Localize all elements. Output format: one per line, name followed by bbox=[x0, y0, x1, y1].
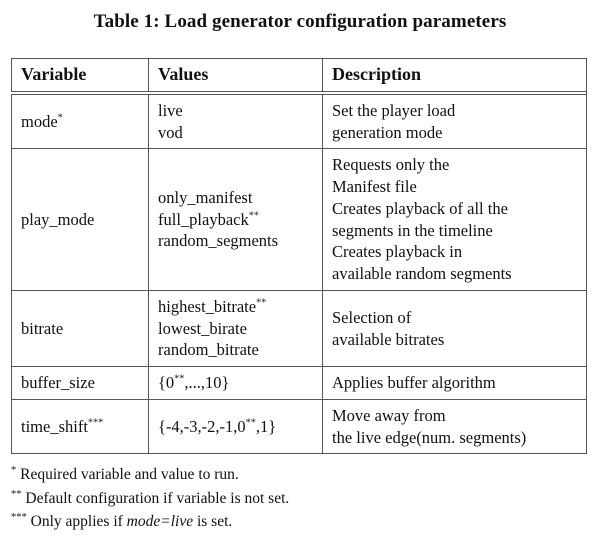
value-line: lowest_birate bbox=[158, 318, 247, 338]
value-line: vod bbox=[158, 122, 183, 142]
rule-gap-cell bbox=[322, 91, 587, 94]
description-line: Manifest file bbox=[332, 177, 417, 197]
description-line: available random segments bbox=[332, 264, 512, 284]
description-line: the live edge(num. segments) bbox=[332, 427, 527, 447]
footnote-marker: *** bbox=[11, 511, 27, 523]
value-line: {-4,-3,-2,-1,0**,1} bbox=[158, 416, 277, 436]
description-line: Move away from bbox=[332, 405, 446, 425]
cell-variable: buffer_size bbox=[11, 366, 148, 399]
table-row: buffer_size {0**,...,10} Applies buffer al… bbox=[11, 366, 587, 399]
description-line: Applies buffer algorithm bbox=[332, 373, 496, 393]
description-line: Creates playback in bbox=[332, 242, 463, 262]
column-header-description: Description bbox=[322, 58, 587, 92]
double-rule-gap bbox=[11, 91, 587, 94]
description-line: Creates playback of all the bbox=[332, 198, 508, 218]
footnote-marker: ** bbox=[256, 297, 267, 309]
description-line: generation mode bbox=[332, 122, 443, 142]
footnote-marker: ** bbox=[11, 488, 22, 500]
footnote-line: ** Default configuration if variable is … bbox=[11, 488, 290, 507]
description-line: Selection of bbox=[332, 307, 412, 327]
footnotes: * Required variable and value to run. ** … bbox=[11, 463, 587, 534]
description-line: segments in the timeline bbox=[332, 220, 493, 240]
value-line: random_bitrate bbox=[158, 340, 259, 360]
footnote-emphasis: mode=live bbox=[126, 513, 194, 531]
table-header: Variable Values Description bbox=[11, 58, 587, 92]
description-line: Set the player load bbox=[332, 100, 456, 120]
cell-variable: mode* bbox=[11, 93, 148, 149]
value-line: {0**,...,10} bbox=[158, 373, 230, 393]
cell-values: {-4,-3,-2,-1,0**,1} bbox=[148, 398, 322, 455]
footnote-marker: ** bbox=[174, 373, 185, 385]
description-line: available bitrates bbox=[332, 329, 445, 349]
footnote-marker: *** bbox=[87, 417, 104, 429]
footnote-marker: ** bbox=[248, 210, 259, 222]
footnote-line: *** Only applies if mode=live is set. bbox=[11, 511, 233, 531]
value-line: live bbox=[158, 100, 183, 120]
footnote-line: * Required variable and value to run. bbox=[11, 464, 239, 483]
table-caption: Table 1: Load generator configuration pa… bbox=[93, 11, 507, 32]
footnote-marker: ** bbox=[245, 417, 256, 429]
cell-variable: time_shift*** bbox=[11, 398, 148, 455]
cell-description: Applies buffer algorithm bbox=[322, 366, 587, 399]
description-line: Requests only the bbox=[332, 155, 450, 175]
column-header-variable: Variable bbox=[11, 58, 148, 92]
cell-values: {0**,...,10} bbox=[148, 366, 322, 399]
cell-variable: bitrate bbox=[11, 289, 148, 367]
header-row: Variable Values Description bbox=[11, 58, 587, 92]
value-line: random_segments bbox=[158, 231, 279, 251]
header-rule-spacer bbox=[11, 91, 587, 94]
footnote-marker: * bbox=[11, 464, 17, 476]
footnote-marker: * bbox=[57, 112, 63, 124]
value-line: highest_bitrate** bbox=[158, 296, 267, 316]
value-line: full_playback** bbox=[158, 209, 259, 229]
cell-variable: play_mode bbox=[11, 148, 148, 290]
table-row: time_shift*** {-4,-3,-2,-1,0**,1} Move awa… bbox=[11, 398, 587, 455]
value-line: only_manifest bbox=[158, 187, 253, 207]
column-header-values: Values bbox=[148, 58, 322, 92]
